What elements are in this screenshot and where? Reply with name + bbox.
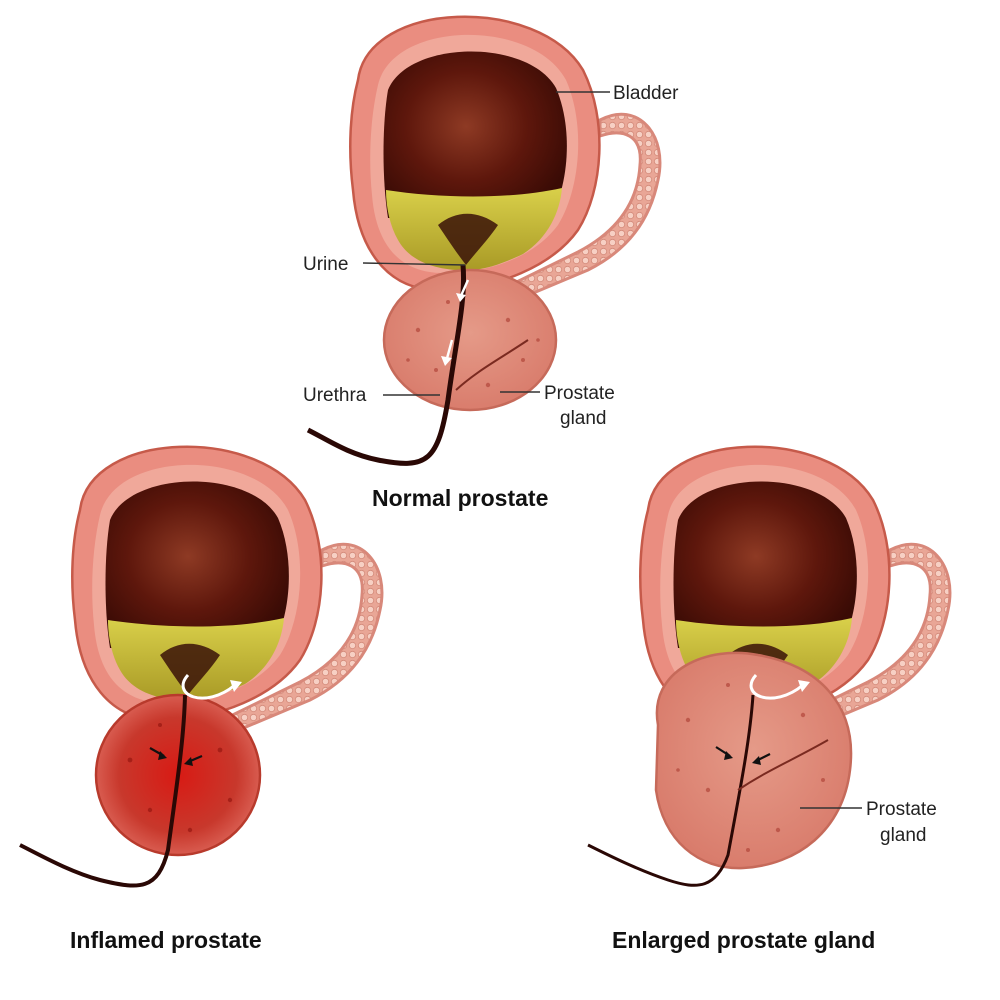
prostate-gland-label-line2: gland [560, 408, 607, 429]
normal-prostate-diagram [306, 15, 662, 466]
enlarged-prostate-caption: Enlarged prostate gland [612, 927, 875, 953]
bladder-label: Bladder [613, 83, 679, 104]
prostate-gland-label-line1: Prostate [544, 383, 615, 404]
urine-label: Urine [303, 254, 348, 275]
urethra-shape [306, 264, 466, 466]
enlarged-prostate-diagram [587, 445, 952, 887]
urethra-shape [587, 694, 755, 887]
bladder-illustration [70, 445, 384, 743]
normal-prostate-caption: Normal prostate [372, 485, 548, 511]
enlarged-prostate-gland-shape [654, 651, 853, 870]
urethra-label: Urethra [303, 385, 367, 406]
inflamed-prostate-caption: Inflamed prostate [70, 927, 262, 953]
enlarged-prostate-gland-label-line1: Prostate [866, 799, 937, 820]
prostate-gland-shape [382, 268, 558, 412]
bladder-illustration [348, 15, 662, 313]
inflamed-prostate-diagram [19, 445, 384, 888]
urethra-shape [19, 694, 187, 888]
urine-retention-arrow-icon [181, 673, 236, 700]
urine-retention-arrow-icon [749, 673, 804, 700]
enlarged-prostate-gland-label-line2: gland [880, 825, 927, 846]
